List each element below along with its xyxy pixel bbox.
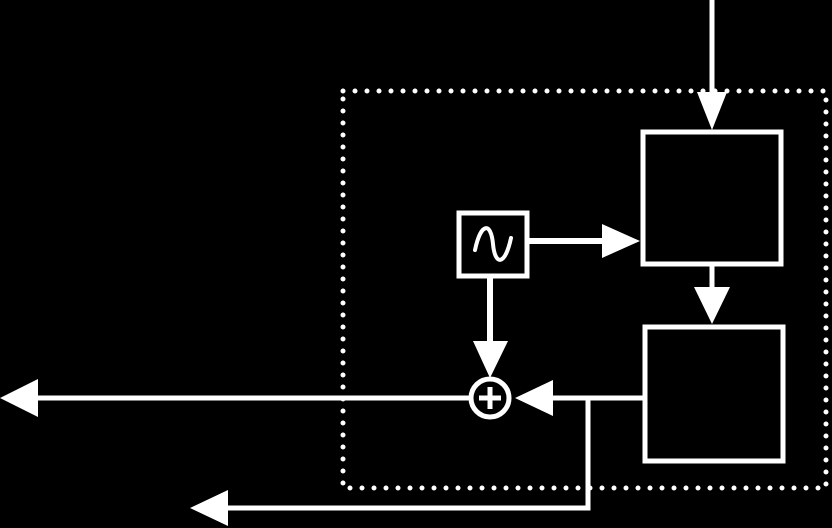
upper-to-lower-arrow [694, 264, 730, 324]
plus-circle-icon [468, 376, 512, 420]
main-output-arrow [0, 379, 471, 417]
lower-to-sum-arrow [515, 380, 645, 416]
lower-block [642, 324, 786, 464]
input-arrow [697, 0, 727, 130]
oscillator-to-sum-arrow [473, 276, 508, 378]
dotted-boundary [340, 88, 829, 491]
oscillator-to-upper-arrow [527, 224, 640, 258]
sine-wave-icon [473, 226, 513, 262]
bottom-output-arrow [190, 398, 591, 526]
